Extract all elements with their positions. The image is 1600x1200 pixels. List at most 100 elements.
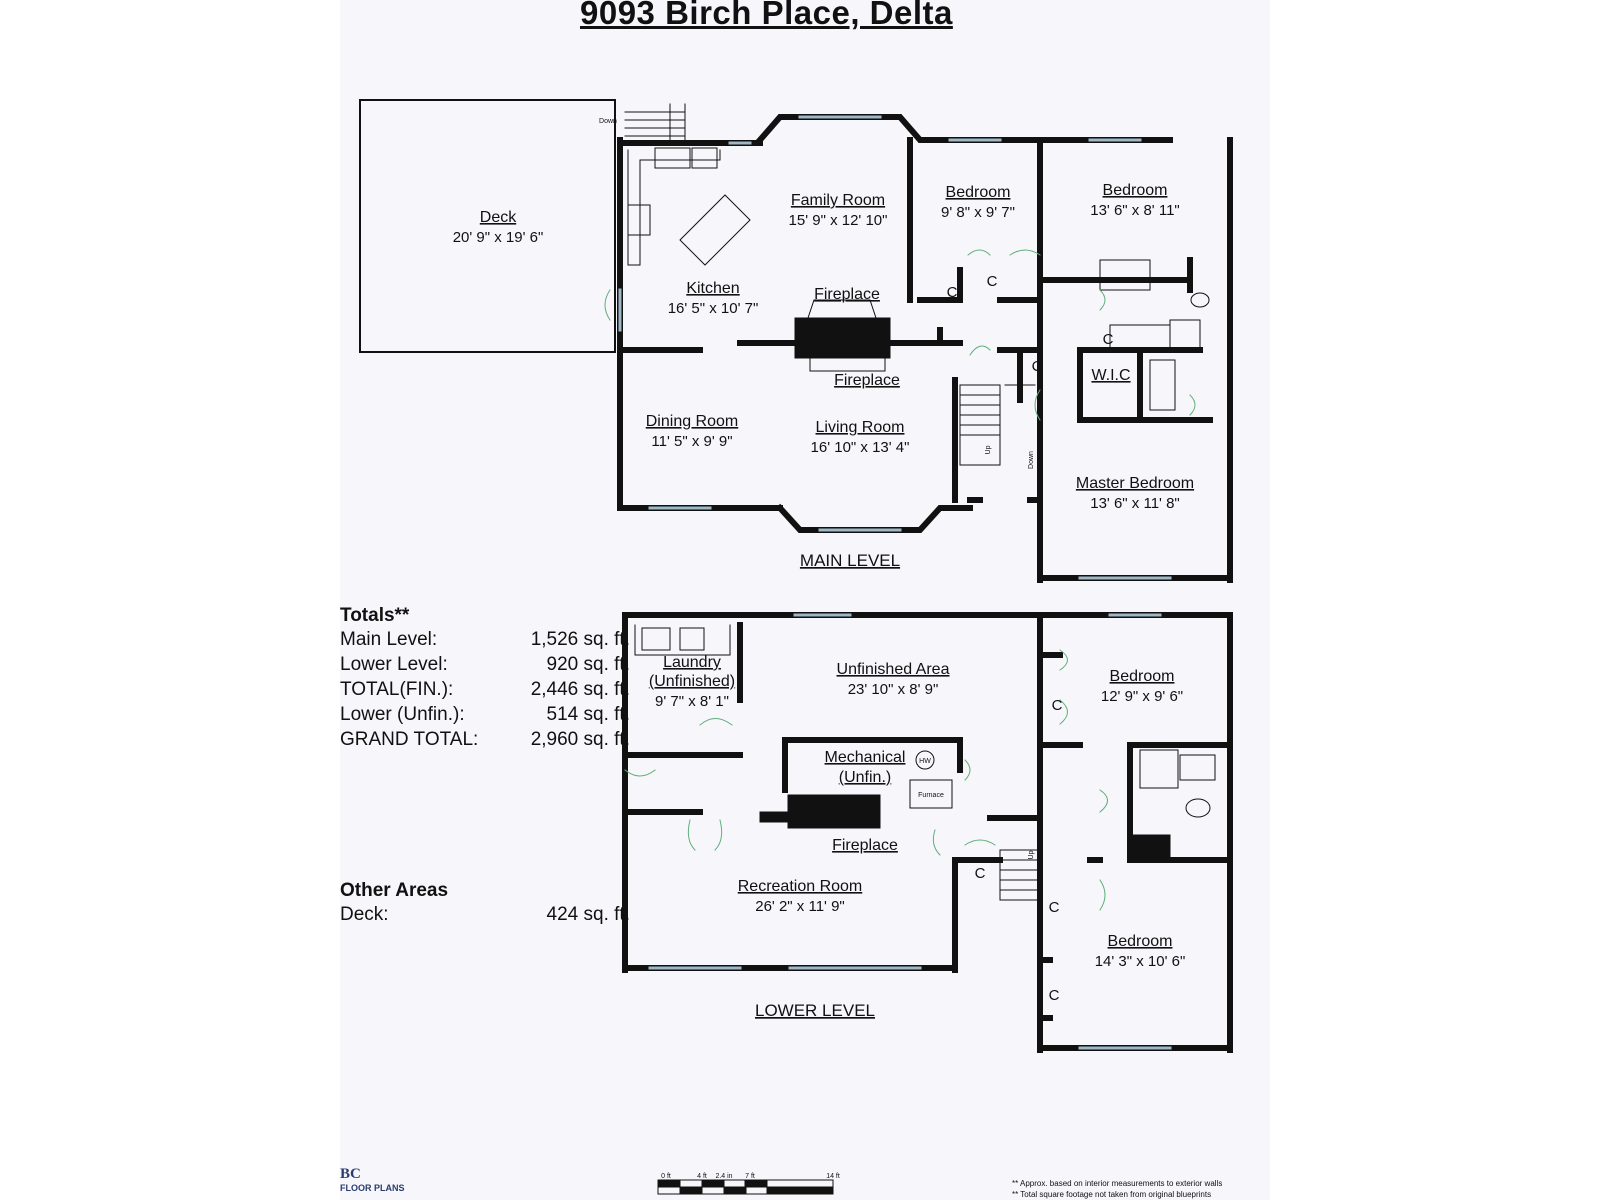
totals-value: 2,960 sq. ft.: [530, 729, 630, 750]
footnotes: ** Approx. based on interior measurement…: [1012, 1178, 1277, 1200]
totals-row: TOTAL(FIN.):2,446 sq. ft.: [340, 677, 630, 702]
other-areas-label: Deck:: [340, 904, 389, 925]
footnote: ** Total square footage not taken from o…: [1012, 1190, 1212, 1199]
room-name: Bedroom: [1110, 668, 1175, 685]
closet-label: C: [975, 865, 986, 882]
closet-label: C: [1103, 331, 1114, 348]
totals-label: GRAND TOTAL:: [340, 729, 479, 750]
furnace-box: [909, 779, 953, 809]
totals-panel: Totals** Main Level: 1,526 sq. ft. Lower …: [340, 605, 630, 752]
deck-stairs: [624, 103, 686, 141]
other-areas-row: Deck: 424 sq. ft.: [340, 902, 630, 927]
room-name: Unfinished Area: [837, 661, 950, 678]
scale-tick: 7 ft: [745, 1173, 755, 1180]
footnote: ** Approx. based on interior measurement…: [1012, 1179, 1223, 1188]
lower-fireplace-side: [759, 811, 796, 823]
totals-row: Lower (Unfin.): 514 sq. ft.: [340, 702, 630, 727]
room-dim: 16' 10" x 13' 4": [811, 439, 910, 456]
scale-tick: 0 ft: [661, 1173, 671, 1180]
totals-heading: Totals**: [340, 605, 410, 626]
lower-level-windows: [648, 613, 1172, 1050]
room-name: Fireplace: [832, 837, 898, 854]
main-bath-fixtures: [1099, 259, 1210, 411]
main-doors: [604, 249, 1196, 421]
room-dim: 23' 10" x 8' 9": [848, 681, 939, 698]
lower-stairs: [999, 849, 1041, 901]
room-name: Fireplace: [814, 286, 880, 303]
room-labels: Deck 20' 9" x 19' 6" Family Room 15' 9" …: [453, 118, 1194, 1180]
page-title: 9093 Birch Place, Delta: [580, 0, 953, 31]
main-fireplace-top: [807, 299, 877, 319]
totals-label: Main Level:: [340, 629, 438, 650]
room-name: Recreation Room: [738, 878, 863, 895]
totals-value: 1,526 sq. ft.: [530, 629, 630, 650]
stairs-down-label: Down: [1028, 451, 1035, 469]
hw-tank: [915, 750, 935, 770]
stairs-up-label: Up: [1028, 850, 1035, 859]
room-dim: 20' 9" x 19' 6": [453, 229, 544, 246]
room-name: Dining Room: [646, 413, 738, 430]
stairs-down-label: Down: [599, 118, 617, 125]
main-level-label: MAIN LEVEL: [800, 551, 900, 570]
lower-bath-fixtures: [1139, 749, 1216, 818]
main-stairs: [959, 384, 1036, 466]
room-name: W.I.C: [1091, 367, 1130, 384]
bc-floor-plans-logo: BC FLOOR PLANS: [340, 1166, 405, 1193]
hw-label: HW: [919, 758, 931, 765]
room-name: Mechanical: [825, 749, 906, 766]
logo-line2: FLOOR PLANS: [340, 1183, 405, 1193]
room-dim: 9' 7" x 8' 1": [655, 693, 729, 710]
closet-label: C: [987, 273, 998, 290]
closet-label: C: [1049, 987, 1060, 1004]
deck-outline: [359, 99, 616, 353]
main-fireplace-block: [794, 317, 891, 359]
room-dim: 15' 9" x 12' 10": [789, 212, 888, 229]
room-dim: 26' 2" x 11' 9": [755, 898, 845, 915]
room-dim: 16' 5" x 10' 7": [668, 300, 759, 317]
room-name: Family Room: [791, 192, 885, 209]
lower-fireplace-block: [787, 794, 881, 829]
lower-doors: [624, 649, 1108, 911]
floor-plan-page: 9093 Birch Place, Delta: [340, 0, 1270, 1200]
furnace-label: Furnace: [918, 792, 944, 799]
other-areas-heading: Other Areas: [340, 880, 449, 901]
room-name: Fireplace: [834, 372, 900, 389]
kitchen-fixtures: [627, 147, 751, 266]
scale-tick: 2.4 in: [715, 1173, 732, 1180]
totals-row: Lower Level: 920 sq. ft.: [340, 652, 630, 677]
room-name: Master Bedroom: [1076, 475, 1194, 492]
stairs-up-label: Up: [985, 445, 992, 454]
closet-label: C: [947, 284, 958, 301]
room-dim: 11' 5" x 9' 9": [651, 433, 732, 450]
room-name: Bedroom: [1108, 933, 1173, 950]
totals-label: Lower (Unfin.):: [340, 704, 465, 725]
room-name: Laundry: [663, 654, 721, 671]
closet-label: C: [1052, 697, 1063, 714]
other-areas-value: 424 sq. ft.: [546, 904, 630, 925]
room-dim: 13' 6" x 8' 11": [1090, 202, 1180, 219]
totals-label: Lower Level:: [340, 654, 448, 675]
room-dim: 12' 9" x 9' 6": [1101, 688, 1183, 705]
room-dim: 14' 3" x 10' 6": [1095, 953, 1186, 970]
totals-row: GRAND TOTAL: 2,960 sq. ft.: [340, 727, 630, 752]
lower-bath-block: [1129, 834, 1171, 858]
logo-line1: BC: [340, 1166, 361, 1182]
room-name: (Unfinished): [649, 673, 735, 690]
room-name: Deck: [480, 209, 517, 226]
laundry-fixtures: [634, 624, 731, 656]
room-name: Living Room: [816, 419, 905, 436]
totals-row: Main Level: 1,526 sq. ft.: [340, 627, 630, 652]
lower-level-label: LOWER LEVEL: [755, 1001, 875, 1020]
totals-value: 514 sq. ft.: [546, 704, 630, 725]
main-fireplace-hearth: [809, 354, 886, 372]
main-level-windows: [618, 115, 1172, 580]
room-dim: 9' 8" x 9' 7": [941, 204, 1015, 221]
scale-tick: 4 ft: [697, 1173, 707, 1180]
scale-tick: 14 ft: [826, 1173, 840, 1180]
totals-label: TOTAL(FIN.):: [340, 679, 454, 700]
room-name: Bedroom: [1103, 182, 1168, 199]
room-name: Kitchen: [686, 280, 739, 297]
floor-plan-drawing: Deck 20' 9" x 19' 6" Family Room 15' 9" …: [359, 99, 1233, 1195]
totals-value: 920 sq. ft.: [546, 654, 630, 675]
scale-bar: [657, 1179, 834, 1195]
